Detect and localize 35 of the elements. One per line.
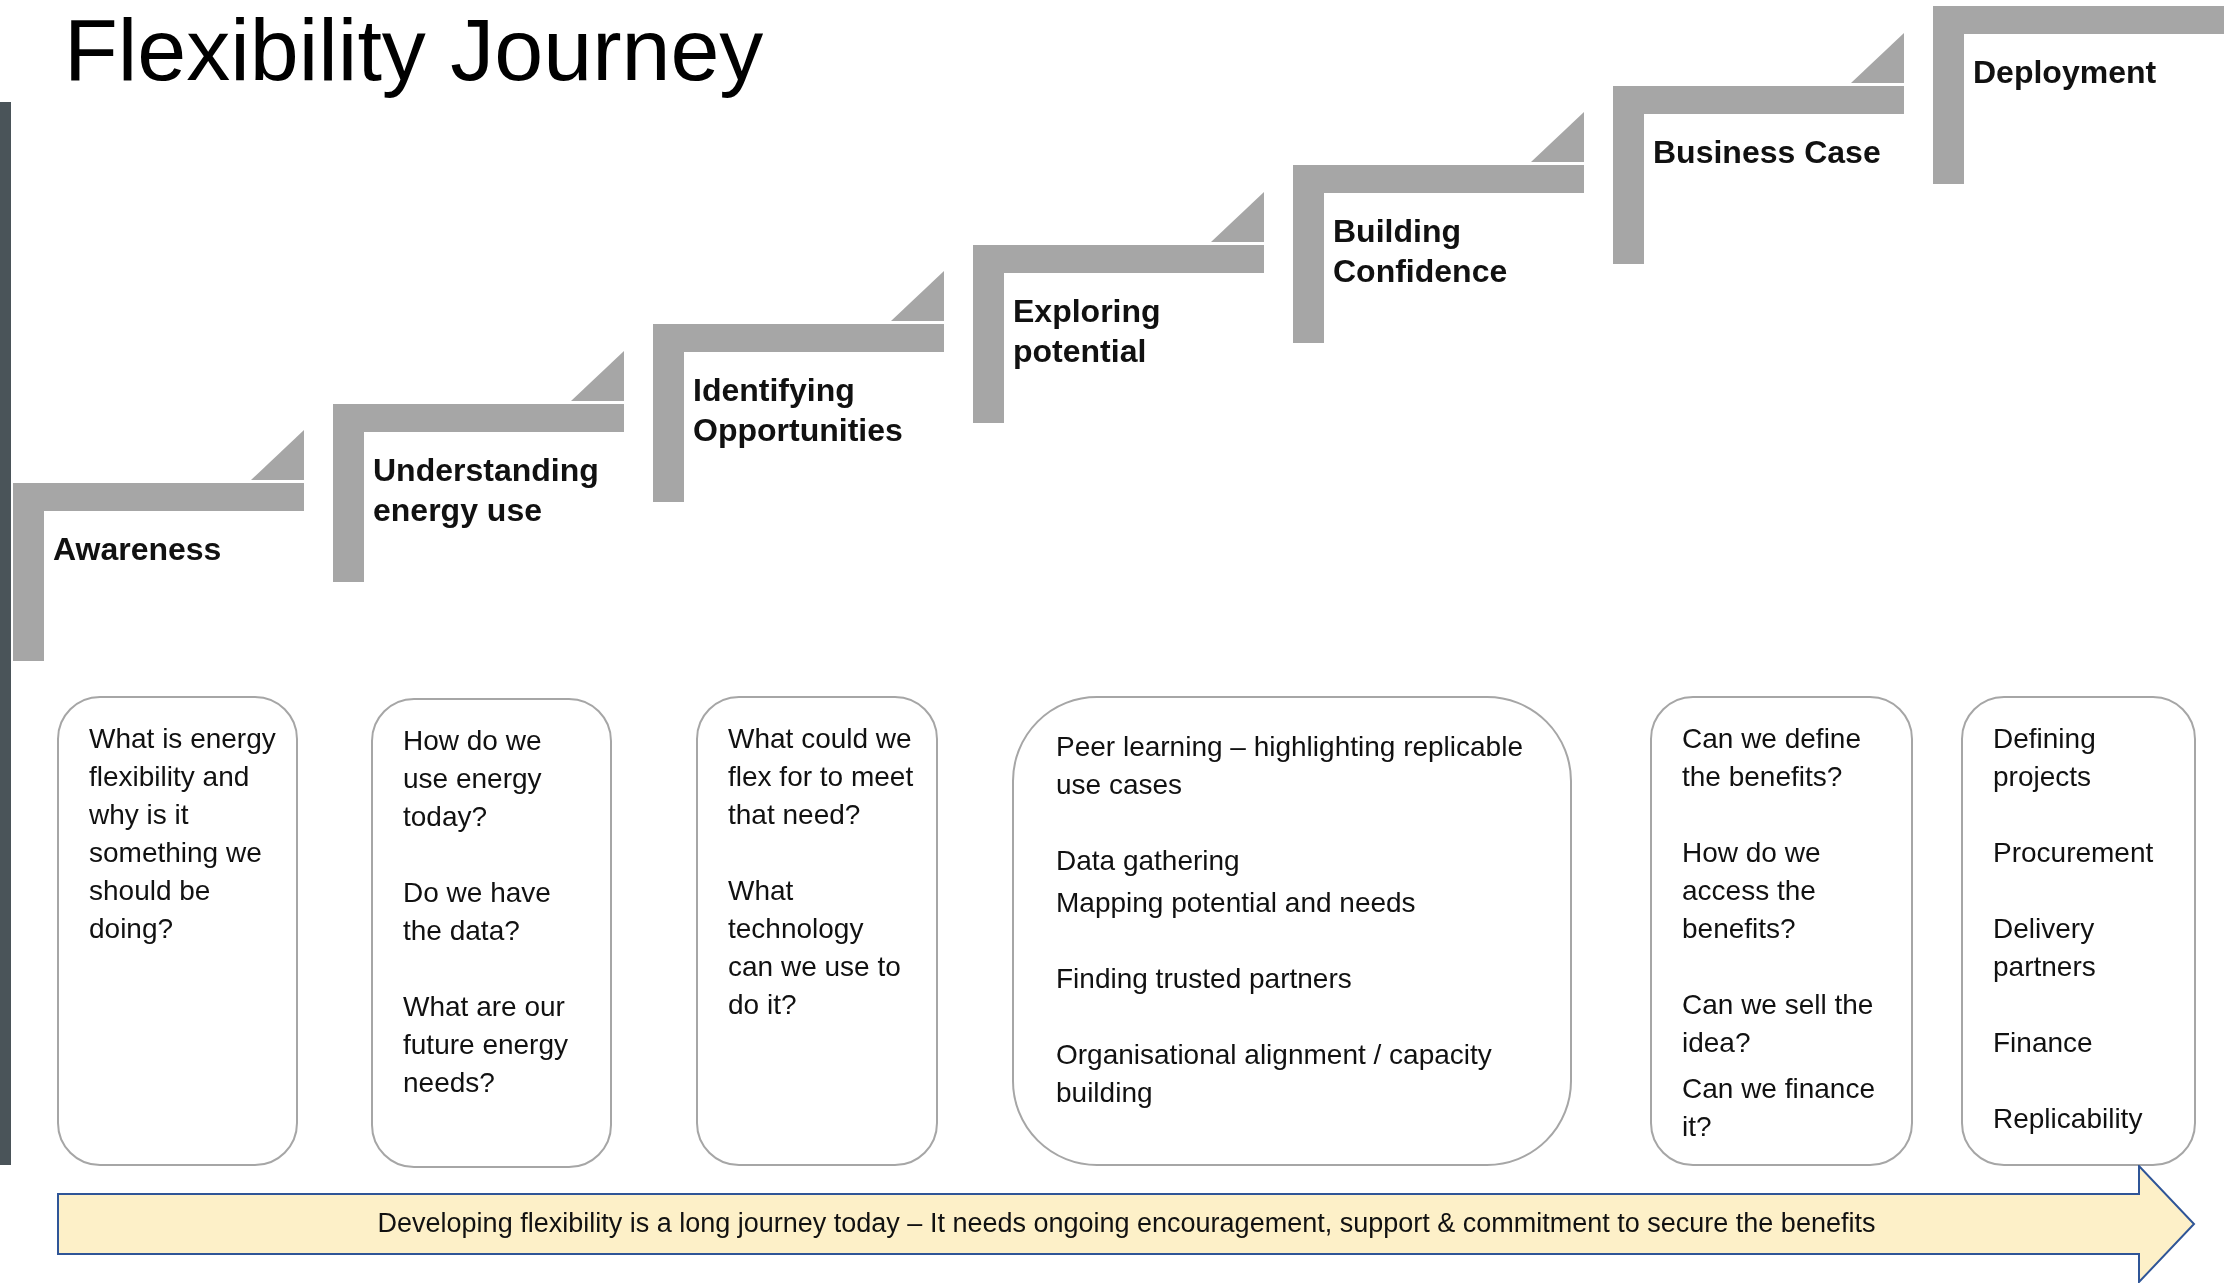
- step-heading: Understanding energy use: [373, 450, 600, 530]
- card-text: Peer learning – highlighting replicable use cases: [1056, 730, 1524, 802]
- question-card: [1961, 696, 2196, 1166]
- banner-text: Developing flexibility is a long journey today – It needs ongoing encouragement, support & commitment to secure the benefits: [376, 1207, 1877, 1240]
- card-text: Organisational alignment / capacity building: [1056, 1038, 1493, 1110]
- card-text: Replicability: [1993, 1102, 2144, 1136]
- card-text: Procurement: [1993, 836, 2155, 870]
- card-text: What is energy flexibility and why is it something we should be doing?: [89, 722, 276, 946]
- card-text: How do we access the benefits?: [1682, 836, 1822, 946]
- card-text: Do we have the data?: [403, 876, 552, 948]
- card-text: Finance: [1993, 1026, 2094, 1060]
- question-card: [57, 696, 298, 1166]
- question-card: [1650, 696, 1913, 1166]
- question-card: [1012, 696, 1572, 1166]
- card-text: Delivery partners: [1993, 912, 2097, 984]
- step-heading: Identifying Opportunities: [693, 371, 904, 450]
- card-text: Finding trusted partners: [1056, 962, 1353, 996]
- card-text: Defining projects: [1993, 722, 2097, 794]
- step-heading: Deployment: [1973, 53, 2158, 92]
- card-text: Can we sell the idea?: [1682, 988, 1875, 1060]
- card-text: What technology can we use to do it?: [728, 874, 902, 1022]
- card-text: Can we finance it?: [1682, 1072, 1876, 1144]
- step-heading: Awareness: [53, 530, 223, 569]
- card-text: Can we define the benefits?: [1682, 722, 1862, 794]
- step-heading: Building Confidence: [1333, 212, 1509, 291]
- step-heading: Exploring potential: [1013, 291, 1162, 371]
- card-text: What could we flex for to meet that need?: [728, 722, 915, 832]
- card-text: Data gathering: [1056, 844, 1241, 878]
- card-text: Mapping potential and needs: [1056, 886, 1417, 920]
- question-card: [371, 698, 612, 1168]
- step-heading: Business Case: [1653, 132, 1882, 172]
- card-text: How do we use energy today?: [403, 724, 543, 834]
- title: Flexibility Journey: [64, 2, 764, 99]
- card-text: What are our future energy needs?: [403, 990, 569, 1100]
- question-card: [696, 696, 938, 1166]
